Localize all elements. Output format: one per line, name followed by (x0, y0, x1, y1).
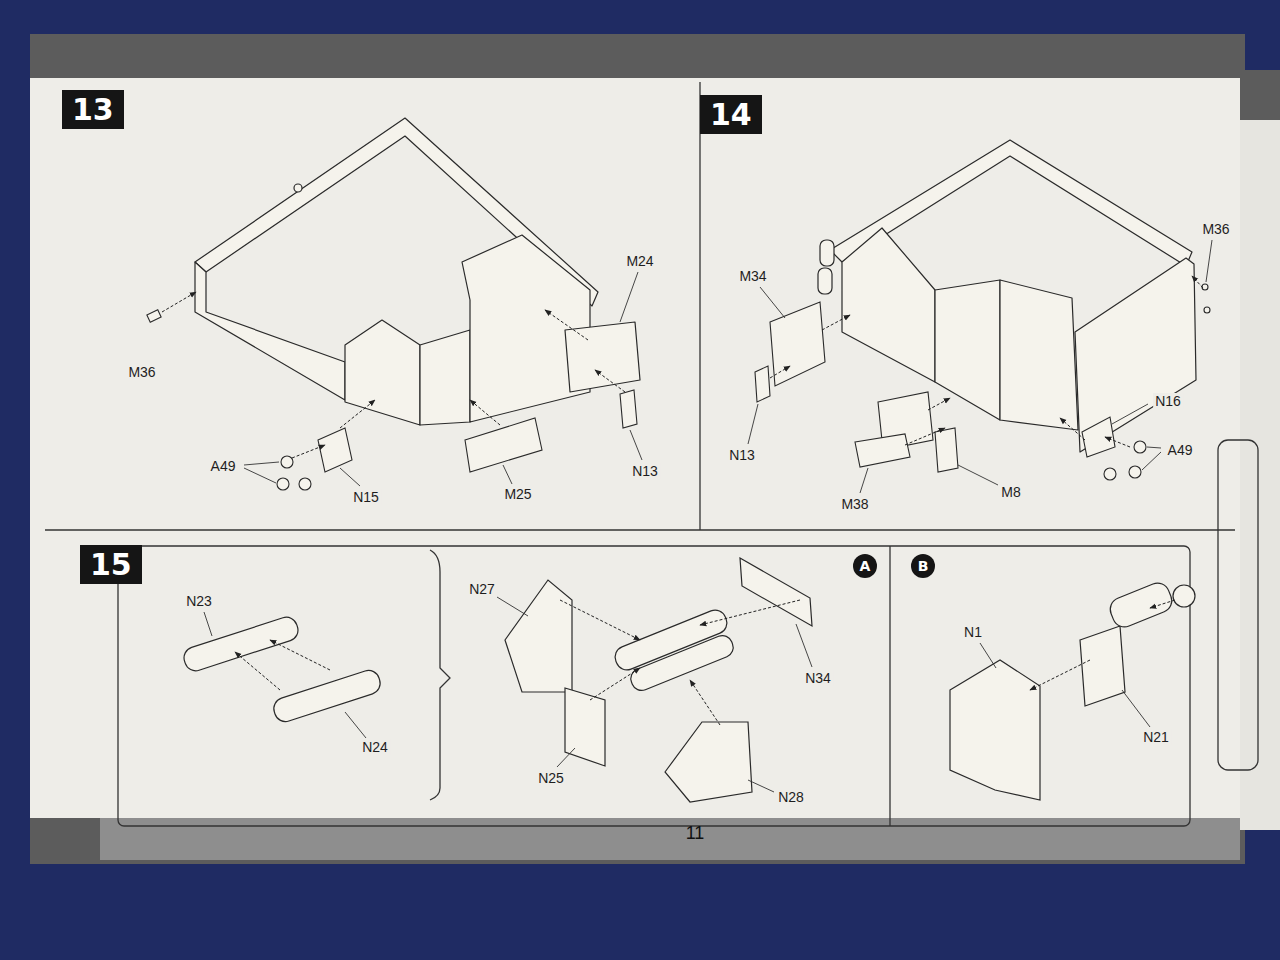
part-number: M25 (502, 486, 533, 502)
page-band-bottom (100, 818, 1240, 860)
part-number: N25 (536, 770, 566, 786)
part-number: N13 (630, 463, 660, 479)
parts-14 (755, 284, 1210, 480)
part-number: M36 (1200, 221, 1231, 237)
parts-13 (147, 310, 637, 490)
part-number: M34 (737, 268, 768, 284)
hull-13 (195, 118, 640, 425)
page-band (30, 34, 1245, 864)
part-number: A49 (1166, 442, 1195, 458)
step-label: 15 (90, 547, 132, 582)
assembly-arrows-15 (235, 600, 1175, 725)
part-number: N16 (1153, 393, 1183, 409)
part-number: A49 (209, 458, 238, 474)
next-page-band (1240, 70, 1280, 120)
part-number: N1 (962, 624, 984, 640)
step-label: 14 (710, 97, 752, 132)
assembly-arrows-14 (770, 276, 1203, 447)
part-number: N21 (1141, 729, 1171, 745)
step-label: B (918, 558, 929, 574)
sub-step-circle: A (853, 554, 877, 578)
step-number: 13 (62, 90, 124, 129)
panel-frames (45, 82, 1258, 826)
hull-14 (818, 140, 1196, 452)
part-number: M8 (999, 484, 1022, 500)
part-number: N34 (803, 670, 833, 686)
step-label: 13 (72, 92, 114, 127)
part-number: N13 (727, 447, 757, 463)
assembly-arrows-13 (162, 292, 625, 458)
next-page (1240, 70, 1280, 830)
parts-15 (181, 558, 1195, 802)
part-number: N23 (184, 593, 214, 609)
part-number: M36 (126, 364, 157, 380)
part-number: N27 (467, 581, 497, 597)
leaders-14 (748, 240, 1212, 493)
step-label: A (860, 558, 871, 574)
part-number: M24 (624, 253, 655, 269)
step-number: 14 (700, 95, 762, 134)
leaders-13 (244, 272, 642, 486)
page-number: 11 (684, 825, 707, 841)
part-number: N24 (360, 739, 390, 755)
sub-step-circle: B (911, 554, 935, 578)
part-number: N15 (351, 489, 381, 505)
part-number: M38 (839, 496, 870, 512)
part-number: N28 (776, 789, 806, 805)
page-paper (30, 78, 1245, 818)
leaders-15 (204, 597, 1150, 792)
step-number: 15 (80, 545, 142, 584)
